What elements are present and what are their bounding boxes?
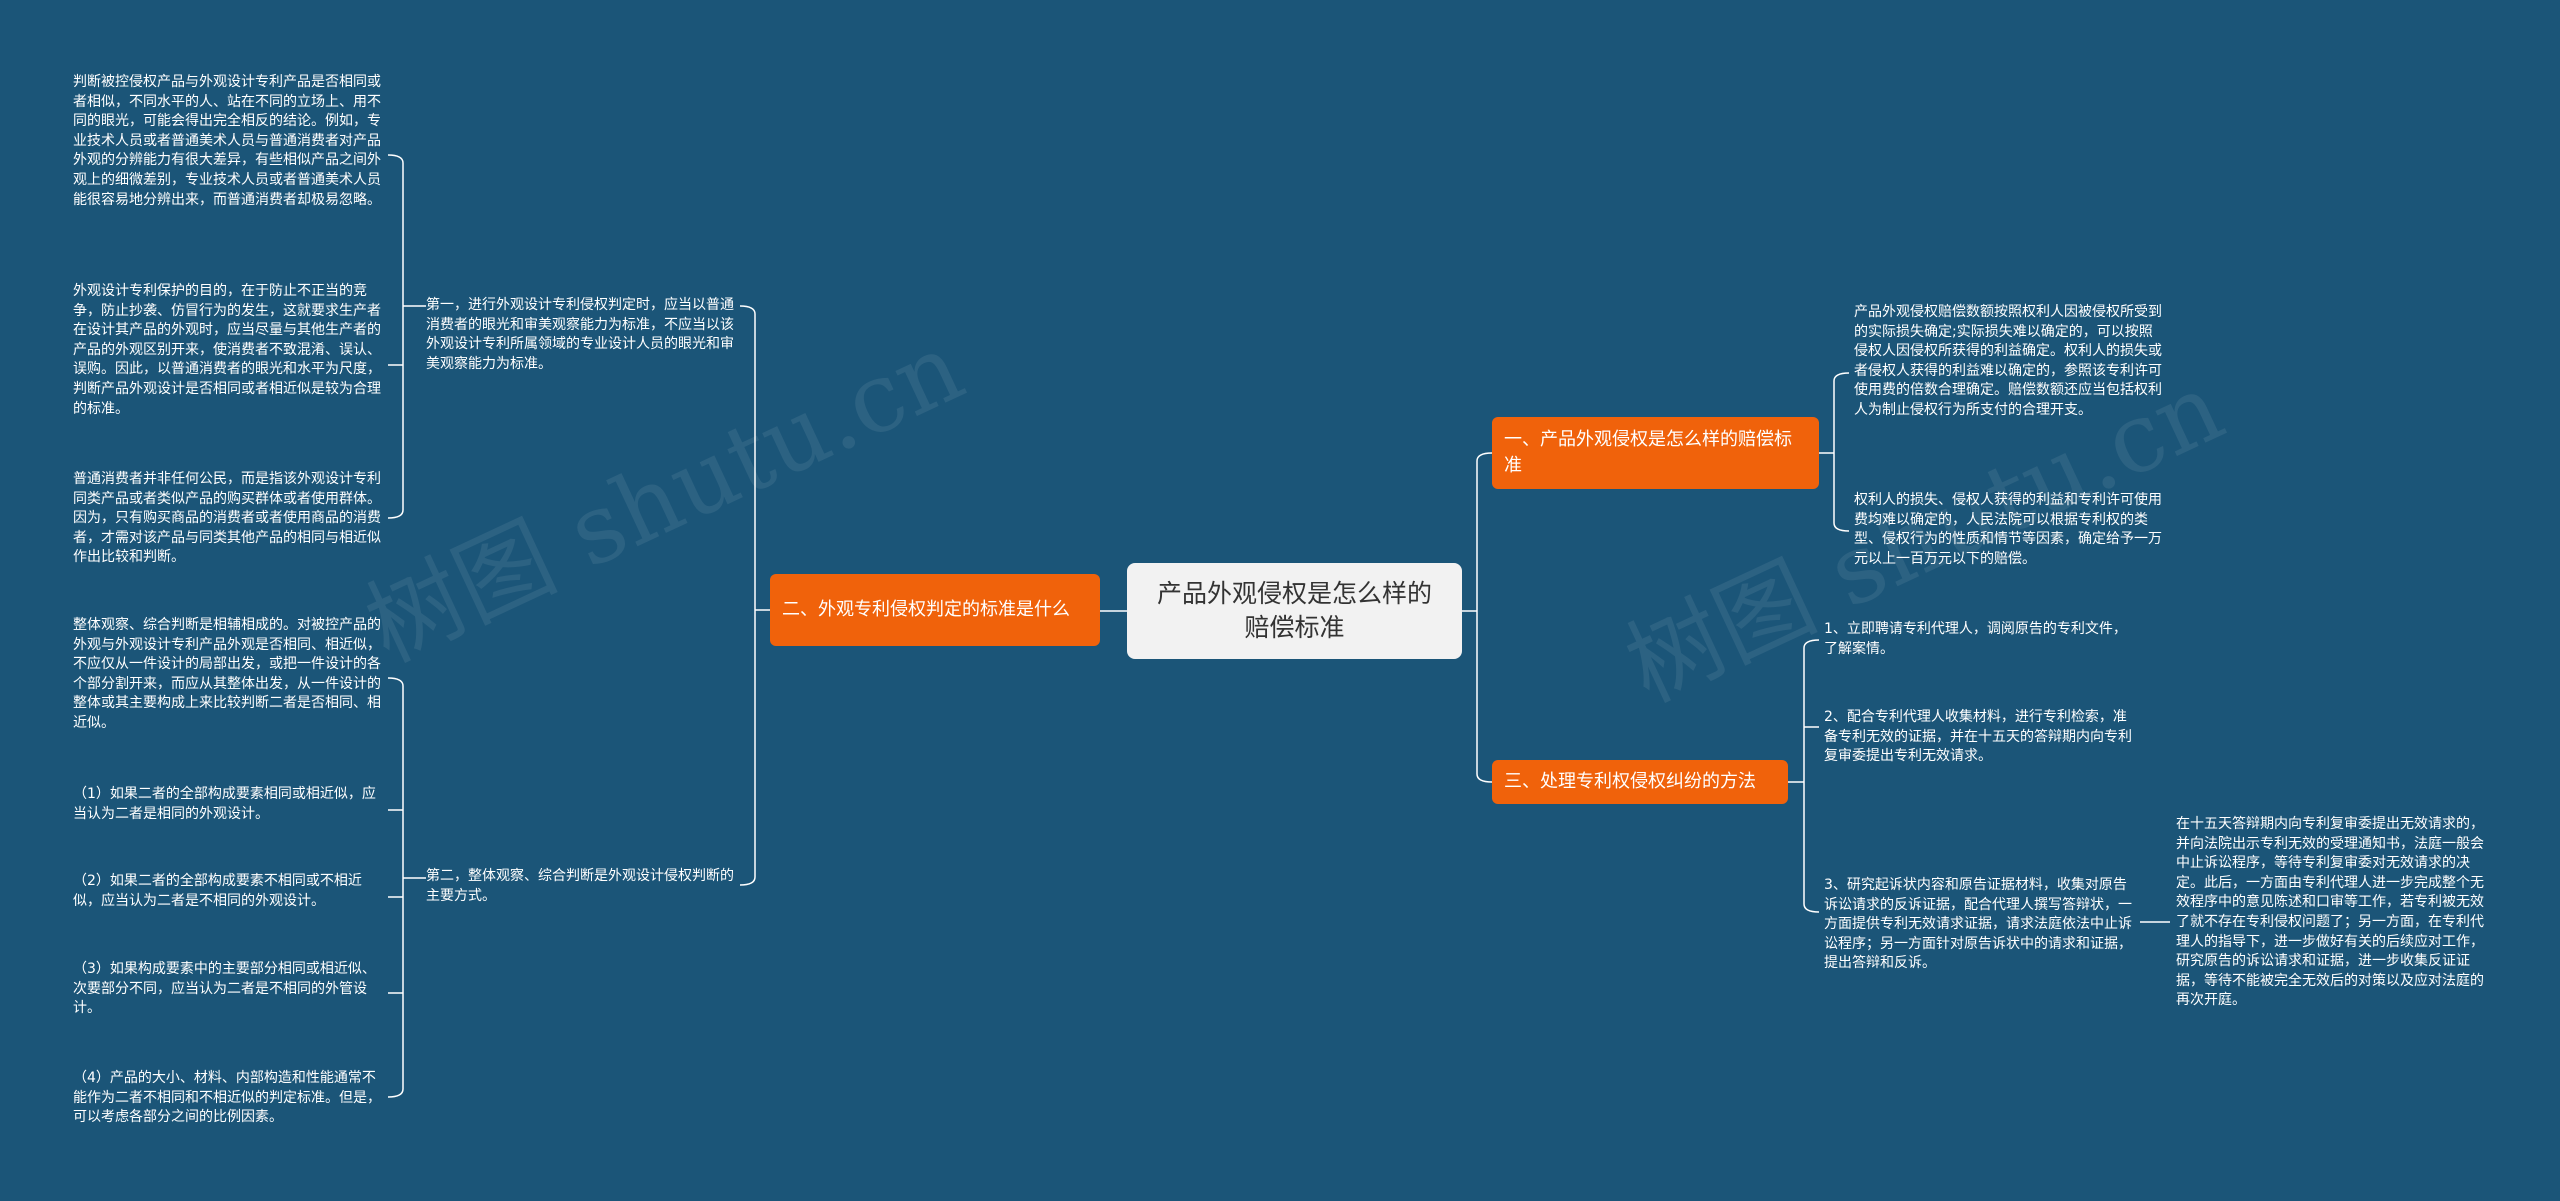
link-b2-spine	[1833, 372, 1850, 532]
leaf-second-4[interactable]: （3）如果构成要素中的主要部分相同或相近似、次要部分不同，应当认为二者是不相同的…	[73, 961, 376, 1017]
leaf-compensation-1[interactable]: 产品外观侵权赔偿数额按照权利人因被侵权所受到的实际损失确定;实际损失难以确定的，…	[1854, 304, 2162, 418]
leaf-second-5[interactable]: （4）产品的大小、材料、内部构造和性能通常不能作为二者不相同和不相近似的判定标准…	[73, 1070, 381, 1126]
leaf-dispute-3-detail[interactable]: 在十五天答辩期内向专利复审委提出无效请求的，并向法院出示专利无效的受理通知书，法…	[2176, 816, 2484, 1009]
leaf-second-3[interactable]: （2）如果二者的全部构成要素不相同或不相近似，应当认为二者是不相同的外观设计。	[73, 873, 362, 909]
leaf-dispute-1[interactable]: 1、立即聘请专利代理人，调阅原告的专利文件，了解案情。	[1824, 621, 2127, 657]
sub-first-standard[interactable]: 第一，进行外观设计专利侵权判定时，应当以普通消费者的眼光和审美观察能力为标准，不…	[426, 297, 734, 372]
branch-standard[interactable]: 二、外观专利侵权判定的标准是什么	[770, 574, 1100, 646]
leaf-first-2[interactable]: 外观设计专利保护的目的，在于防止不正当的竞争，防止抄袭、仿冒行为的发生，这就要求…	[73, 283, 381, 417]
leaf-first-3[interactable]: 普通消费者并非任何公民，而是指该外观设计专利同类产品或者类似产品的购买群体或者使…	[73, 471, 381, 566]
branch-compensation[interactable]: 一、产品外观侵权是怎么样的赔偿标准	[1492, 417, 1819, 489]
leaf-compensation-2[interactable]: 权利人的损失、侵权人获得的利益和专利许可使用费均难以确定的，人民法院可以根据专利…	[1854, 492, 2162, 567]
branch-compensation-label: 一、产品外观侵权是怎么样的赔偿标准	[1504, 429, 1792, 476]
link-b1-spine	[739, 305, 756, 886]
link-sub1-spine	[387, 154, 404, 519]
link-sub2-spine	[387, 677, 404, 1098]
leaf-dispute-2[interactable]: 2、配合专利代理人收集材料，进行专利检索，准备专利无效的证据，并在十五天的答辩期…	[1824, 709, 2132, 765]
link-right-spine	[1476, 452, 1493, 783]
leaf-second-2[interactable]: （1）如果二者的全部构成要素相同或相近似，应当认为二者是相同的外观设计。	[73, 786, 376, 822]
leaf-dispute-3[interactable]: 3、研究起诉状内容和原告证据材料，收集对原告诉讼请求的反诉证据，配合代理人撰写答…	[1824, 877, 2132, 972]
branch-standard-label: 二、外观专利侵权判定的标准是什么	[782, 599, 1070, 620]
sub-second-method[interactable]: 第二，整体观察、综合判断是外观设计侵权判断的主要方式。	[426, 868, 734, 904]
leaf-first-1[interactable]: 判断被控侵权产品与外观设计专利产品是否相同或者相似，不同水平的人、站在不同的立场…	[73, 74, 381, 208]
leaf-second-1[interactable]: 整体观察、综合判断是相辅相成的。对被控产品的外观与外观设计专利产品外观是否相同、…	[73, 617, 381, 731]
branch-dispute-methods-label: 三、处理专利权侵权纠纷的方法	[1504, 771, 1756, 792]
branch-dispute-methods[interactable]: 三、处理专利权侵权纠纷的方法	[1492, 760, 1788, 804]
root-topic-label: 产品外观侵权是怎么样的赔偿标准	[1156, 579, 1432, 642]
link-b3-spine	[1803, 639, 1820, 913]
root-topic[interactable]: 产品外观侵权是怎么样的赔偿标准	[1127, 563, 1462, 659]
